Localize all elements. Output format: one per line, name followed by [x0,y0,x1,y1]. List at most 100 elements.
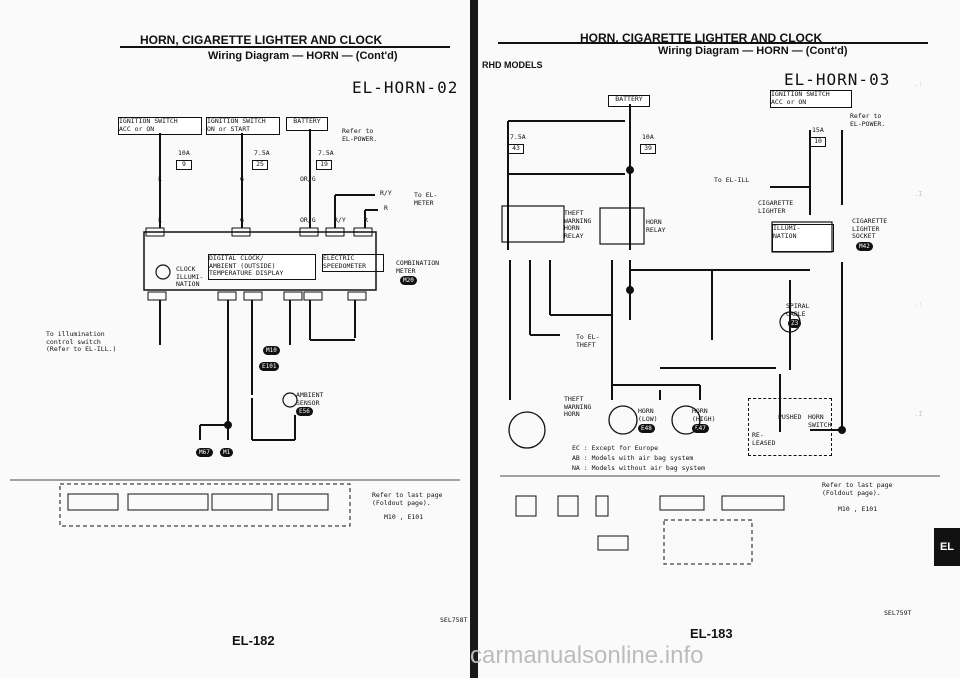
horn-relay-frame [599,207,645,245]
connector-view-2 [127,493,209,511]
illumination-note: To illumination control switch (Refer to… [46,330,117,353]
horn-high-label: HORN (HIGH) [692,407,716,423]
battery-box: BATTERY [286,117,328,131]
released-label: RE- LEASED [752,431,776,447]
ambient-sensor-label: AMBIENT SENSOR [296,391,324,407]
wire-org-mid: OR/G [300,216,316,224]
clock-illumination-label: CLOCK ILLUMI- NATION [176,265,204,288]
fuse-7-5a-label: 7.5A [254,149,270,157]
electric-speedometer-block: ELECTRIC SPEEDOMETER [322,254,384,272]
fuse-9-number: 9 [176,160,192,170]
page-subheader: Wiring Diagram — HORN — (Cont'd) [658,45,848,57]
connector-e47: E47 [692,424,709,433]
combination-meter-frame [143,231,377,291]
horn-high-symbol [671,405,701,435]
pushed-label: PUSHED [778,413,802,421]
connector-e48: E48 [638,424,655,433]
ignition-switch-start-box: IGNITION SWITCH ON or START [206,117,280,135]
pin-42 [303,291,323,301]
pin-44 [283,291,303,301]
connector-right-5 [721,495,785,511]
refer-power-note: Refer to EL-POWER. [342,127,378,143]
reference-connectors: M10 , E101 [838,505,878,513]
connector-right-3 [595,495,609,517]
fuse-10a-label: 10A [178,149,190,157]
figure-code: SEL758T [440,616,468,624]
pin-43 [243,291,263,301]
wire-org-top: OR/G [300,175,316,183]
diagram-id: EL-HORN-03 [784,70,891,89]
connector-right-4 [659,495,705,511]
pin-33 [147,291,167,301]
cigarette-lighter-label: CIGARETTE LIGHTER [758,199,794,215]
to-ill-note: To EL-ILL [714,176,750,184]
page-header: HORN, CIGARETTE LIGHTER AND CLOCK [140,33,383,47]
refer-last-page-note: Refer to last page (Foldout page). [372,491,443,507]
wire-ry-label: R/Y [380,189,392,197]
page-subheader: Wiring Diagram — HORN — (Cont'd) [208,50,398,62]
refer-power-note: Refer to EL-POWER. [850,112,886,128]
book-gutter [470,0,478,678]
pin-29 [347,291,367,301]
horn-switch-box [748,398,832,456]
connector-e101: E101 [259,362,280,371]
ignition-switch-box: IGNITION SWITCH ACC or ON [770,90,852,108]
fuse-15a-label: 15A [812,126,824,134]
section-tab-el[interactable]: EL [934,528,960,566]
legend-europe: EC : Except for Europe [572,444,659,452]
connector-m1: M1 [220,448,234,457]
digital-clock-block: DIGITAL CLOCK/ AMBIENT (OUTSIDE) TEMPERA… [208,254,316,280]
junction-gw [626,286,634,294]
wire-r-label: R [384,204,388,212]
connector-view-3 [211,493,273,511]
horn-low-symbol [608,405,638,435]
theft-horn-symbol [508,411,546,449]
ground-node [224,421,232,429]
fuse-19-number: 19 [316,160,332,170]
cigarette-lighter-socket-label: CIGARETTE LIGHTER SOCKET [852,217,888,240]
reference-connectors: M10 , E101 [384,513,424,521]
refer-last-page-note: Refer to last page (Foldout page). [822,481,893,497]
wire-ry-mid: R/Y [334,216,346,224]
connector-view-1 [67,493,119,511]
pin-28 [325,227,345,237]
fuse-25-number: 25 [252,160,268,170]
connector-right-1 [515,495,537,517]
horn-switch-label: HORN SWITCH [808,413,832,429]
combination-meter-label: COMBINATION METER [396,259,440,275]
fuse-7-5a-label: 7.5A [510,133,526,141]
pin-41 [231,227,251,237]
connector-m67: M67 [196,448,213,457]
theft-relay-frame [501,205,565,243]
pin-23 [299,227,319,237]
connector-views-frame [59,483,351,527]
connector-m10: M10 [263,346,280,355]
horn-low-label: HORN (LOW) [638,407,658,423]
connector-right-6 [597,535,629,551]
fuse-39-number: 39 [640,144,656,154]
to-theft-note: To EL- THEFT [576,333,600,349]
margin-mark: .I [914,410,923,418]
connector-z3: Z3 [788,319,802,328]
diagram-id: EL-HORN-02 [352,78,459,97]
theft-warning-horn-label: THEFT WARNING HORN [564,395,592,418]
to-meter-note: To EL- METER [414,191,438,207]
legend-airbag: AB : Models with air bag system [572,454,694,462]
rhd-models-label: RHD MODELS [482,60,543,70]
connector-right-frame [663,519,753,565]
junction-battery [626,166,634,174]
connector-m20: M20 [400,276,417,285]
header-rule [498,42,928,44]
fuse-7-5a-battery-label: 7.5A [318,149,334,157]
left-page: HORN, CIGARETTE LIGHTER AND CLOCK Wiring… [0,0,470,678]
pin-7 [217,291,237,301]
page-number: EL-183 [690,626,733,641]
legend-no-airbag: NA : Models without air bag system [572,464,706,472]
theft-warning-relay-label: THEFT WARNING HORN RELAY [564,209,592,240]
ambient-sensor-symbol [282,392,298,408]
right-page: HORN, CIGARETTE LIGHTER AND CLOCK Wiring… [478,0,960,678]
connector-m42: M42 [856,242,873,251]
margin-mark: .: [914,300,923,308]
horn-relay-label: HORN RELAY [646,218,666,234]
